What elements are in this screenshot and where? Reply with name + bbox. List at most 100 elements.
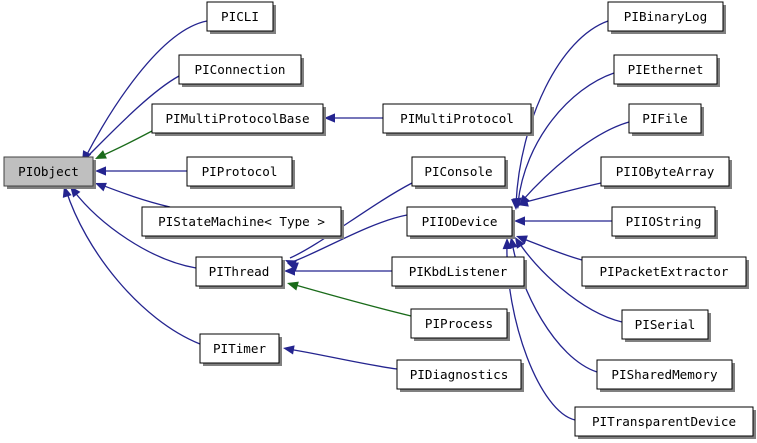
- node-label: PICLI: [221, 9, 259, 24]
- edge-piprocess-to-pithread: [287, 281, 412, 317]
- node-box[interactable]: [206, 1, 274, 32]
- edge-piprotocol-to-piobject: [95, 166, 187, 176]
- node-box[interactable]: [199, 333, 280, 364]
- node-pisharedmemory[interactable]: PISharedMemory: [596, 359, 735, 392]
- arrow-head: [517, 197, 529, 207]
- edge-piserial-to-piiodevice: [515, 237, 623, 323]
- node-label: PIConsole: [424, 164, 492, 179]
- node-pipacketextractor[interactable]: PIPacketExtractor: [581, 256, 749, 289]
- arrow-head: [287, 262, 299, 272]
- edge-line: [515, 20, 609, 205]
- edge-line: [65, 189, 201, 345]
- edge-line: [517, 72, 615, 204]
- node-pitransparentdevice[interactable]: PITransparentDevice: [574, 406, 756, 439]
- arrow-head: [502, 238, 512, 250]
- node-pifile[interactable]: PIFile: [628, 103, 704, 136]
- edge-line: [83, 75, 180, 161]
- node-piiodevice[interactable]: PIIODevice: [406, 206, 515, 239]
- node-box[interactable]: [628, 103, 702, 134]
- arrow-head: [95, 166, 106, 176]
- node-label: PISerial: [635, 317, 696, 332]
- node-box[interactable]: [581, 256, 747, 287]
- node-piconsole[interactable]: PIConsole: [411, 156, 508, 189]
- node-label: PIThread: [209, 264, 270, 279]
- node-box[interactable]: [195, 256, 283, 287]
- node-box[interactable]: [410, 308, 508, 339]
- node-box[interactable]: [178, 54, 302, 85]
- node-label: PITimer: [213, 341, 266, 356]
- node-label: PIProcess: [425, 316, 493, 331]
- node-pidiagnostics[interactable]: PIDiagnostics: [396, 359, 524, 392]
- node-label: PIMultiProtocolBase: [165, 111, 309, 126]
- edge-line: [98, 130, 153, 158]
- arrow-head: [324, 113, 335, 123]
- edge-piiodevice-to-pithread: [287, 214, 408, 272]
- node-label: PIIOByteArray: [616, 164, 715, 179]
- node-box[interactable]: [186, 156, 293, 187]
- nodes-layer: PIObject PICLI PIConnectionPIMultiProtocol…: [3, 1, 756, 439]
- node-pimultiprotocol[interactable]: PIMultiProtocol: [382, 103, 534, 136]
- edge-pikbdlistener-to-pithread: [284, 266, 392, 276]
- node-box[interactable]: [611, 206, 716, 237]
- node-box[interactable]: [607, 1, 724, 32]
- edge-line: [520, 237, 583, 261]
- arrow-head: [283, 345, 295, 355]
- node-box[interactable]: [396, 359, 522, 390]
- node-box[interactable]: [613, 54, 718, 85]
- node-piethernet[interactable]: PIEthernet: [613, 54, 720, 87]
- arrow-head: [95, 150, 107, 159]
- edge-piethernet-to-piiodevice: [512, 72, 615, 209]
- node-pikbdlistener[interactable]: PIKbdListener: [391, 256, 527, 289]
- edge-pistatemachine-to-piobject: [95, 182, 171, 208]
- node-box[interactable]: [3, 156, 94, 187]
- node-pitimer[interactable]: PITimer: [199, 333, 282, 366]
- node-label: PIFile: [642, 111, 688, 126]
- edge-pipacketextractor-to-piiodevice: [516, 235, 583, 261]
- node-box[interactable]: [151, 103, 324, 134]
- node-pistatemachine[interactable]: PIStateMachine< Type >: [141, 206, 344, 239]
- node-pibinarylog[interactable]: PIBinaryLog: [607, 1, 726, 34]
- node-piiobytearray[interactable]: PIIOByteArray: [600, 156, 732, 189]
- node-label: PIProtocol: [202, 164, 278, 179]
- arrow-head: [287, 281, 299, 291]
- node-piconnection[interactable]: PIConnection: [178, 54, 304, 87]
- node-pimultiprotocolbase[interactable]: PIMultiProtocolBase: [151, 103, 326, 136]
- node-label: PIMultiProtocol: [400, 111, 514, 126]
- node-box[interactable]: [600, 156, 730, 187]
- node-box[interactable]: [574, 406, 754, 437]
- node-label: PIIOString: [626, 214, 702, 229]
- node-box[interactable]: [382, 103, 532, 134]
- node-box[interactable]: [411, 156, 506, 187]
- node-label: PIConnection: [195, 62, 286, 77]
- node-box[interactable]: [391, 256, 525, 287]
- edge-line: [291, 283, 412, 317]
- node-box[interactable]: [406, 206, 513, 237]
- edge-line: [291, 214, 408, 263]
- edge-pidiagnostics-to-pitimer: [283, 345, 398, 370]
- edge-pimultiprotocol-to-pimultiprotocolbase: [324, 113, 383, 123]
- edge-line: [521, 182, 602, 204]
- node-pithread[interactable]: PIThread: [195, 256, 285, 289]
- arrow-head: [95, 182, 107, 192]
- arrow-head: [284, 266, 295, 276]
- arrow-head: [514, 216, 525, 226]
- node-piprotocol[interactable]: PIProtocol: [186, 156, 295, 189]
- node-label: PIKbdListener: [409, 264, 508, 279]
- node-piserial[interactable]: PISerial: [621, 309, 711, 342]
- node-picli[interactable]: PICLI: [206, 1, 276, 34]
- arrow-head: [516, 235, 528, 245]
- node-piobject[interactable]: PIObject: [3, 156, 96, 189]
- edge-line: [98, 183, 171, 208]
- node-label: PISharedMemory: [611, 367, 718, 382]
- node-label: PIObject: [18, 164, 79, 179]
- node-piiostring[interactable]: PIIOString: [611, 206, 718, 239]
- node-box[interactable]: [596, 359, 733, 390]
- node-label: PIDiagnostics: [410, 367, 509, 382]
- node-box[interactable]: [621, 309, 709, 340]
- edge-line: [521, 121, 630, 202]
- arrow-head: [512, 197, 522, 209]
- edge-piiostring-to-piiodevice: [514, 216, 612, 226]
- edge-picli-to-piobject: [82, 20, 208, 162]
- node-box[interactable]: [141, 206, 342, 237]
- node-piprocess[interactable]: PIProcess: [410, 308, 510, 341]
